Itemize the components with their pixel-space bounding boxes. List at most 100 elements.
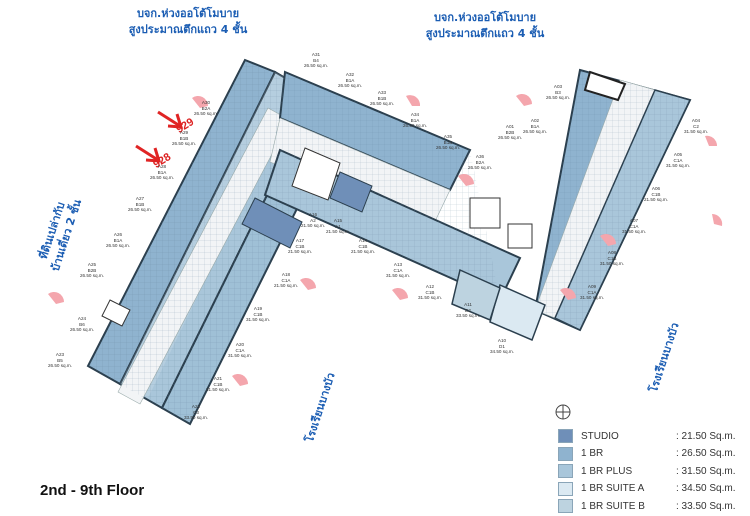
unit-type: C1B	[358, 243, 368, 249]
unit-id: A07	[629, 218, 639, 223]
unit-type: B3	[555, 89, 561, 95]
unit-id: A26	[113, 232, 123, 237]
unit-id: A06	[651, 186, 661, 191]
legend-name: 1 BR SUITE B	[581, 500, 645, 512]
unit-id: A21	[213, 376, 223, 381]
unit-id: A31	[311, 52, 321, 57]
unit-type: C1A	[629, 223, 639, 229]
unit-area: 26.50 sq.m.	[127, 207, 153, 213]
zone-label-top-left: บจก.ห่วงออโต้โมบาย สูงประมาณตึกแถว 4 ชั้…	[118, 6, 258, 38]
zone-label-top-right: บจก.ห่วงออโต้โมบาย สูงประมาณตึกแถว 4 ชั้…	[410, 10, 560, 42]
right-wing	[451, 68, 692, 341]
zone-label-line: สูงประมาณตึกแถว 4 ชั้น	[425, 27, 545, 40]
unit-area: 33.50 sq.m.	[455, 313, 481, 319]
unit-area: 31.50 sq.m.	[665, 163, 691, 169]
unit-type: C1A	[393, 267, 403, 273]
unit-type: D2	[465, 307, 471, 313]
unit-id: A12	[425, 284, 435, 289]
unit-area: 21.50 sq.m.	[643, 197, 669, 203]
unit-type: C1B	[253, 311, 263, 317]
unit-type: C1B	[651, 191, 661, 197]
unit-id: A27	[135, 196, 145, 201]
unit-area: 26.50 sq.m.	[402, 123, 428, 129]
unit-id: A16	[308, 212, 318, 217]
unit-id: A30	[201, 100, 211, 105]
unit-id: A32	[345, 72, 355, 77]
legend-swatch	[558, 429, 573, 443]
unit-area: 26.50 sq.m.	[337, 83, 363, 89]
unit-type: C1A	[235, 347, 245, 353]
legend-swatch	[558, 464, 573, 478]
unit-area: 31.50 sq.m.	[417, 295, 443, 301]
unit-id: A14	[358, 238, 368, 243]
unit-area: 31.50 sq.m.	[245, 317, 271, 323]
legend-size: : 33.50 Sq.m.	[676, 500, 736, 512]
unit-id: A02	[530, 118, 540, 123]
legend-swatch	[558, 446, 573, 461]
unit-id: A18	[281, 272, 291, 277]
unit-id: A10	[497, 338, 507, 343]
legend-item: 1 BR: 26.50 Sq.m.	[558, 446, 738, 462]
unit-id: A22	[191, 404, 201, 409]
unit-type: B1B	[443, 139, 453, 145]
unit-type: B1A	[157, 169, 167, 175]
unit-area: 26.50 sq.m.	[369, 101, 395, 107]
unit-id: A25	[87, 262, 97, 267]
floor-title: 2nd - 9th Floor	[40, 482, 145, 499]
unit-type: B6	[79, 321, 85, 327]
unit-type: B2A	[475, 159, 485, 165]
unit-type: B2A	[201, 105, 211, 111]
unit-type: B5	[57, 357, 63, 363]
legend-name: 1 BR	[581, 448, 604, 459]
unit-area: 31.50 sq.m.	[599, 261, 625, 267]
unit-type: C1A	[673, 157, 683, 163]
unit-area: 31.50 sq.m.	[227, 353, 253, 359]
unit-area: 21.50 sq.m.	[273, 283, 299, 289]
unit-type: C1B	[425, 289, 435, 295]
zone-label-line: สูงประมาณตึกแถว 4 ชั้น	[128, 23, 248, 36]
unit-id: A05	[673, 152, 683, 157]
unit-id: A15	[333, 218, 343, 223]
unit-id: A28	[157, 164, 167, 169]
legend-item: 1 BR SUITE A: 34.50 Sq.m.	[558, 481, 738, 497]
unit-type: C1B	[295, 243, 305, 249]
unit-id: A09	[587, 284, 597, 289]
legend-name: 1 BR SUITE A	[581, 483, 645, 494]
unit-area: 26.50 sq.m.	[149, 175, 175, 181]
unit-area: 33.50 sq.m.	[183, 415, 209, 421]
unit-type: C2	[693, 123, 699, 129]
unit-area: 21.50 sq.m.	[300, 223, 326, 229]
unit-type: B1A	[410, 117, 420, 123]
unit-area: 26.50 sq.m.	[193, 111, 219, 117]
unit-id: A08	[607, 250, 617, 255]
unit-type: C1A	[281, 277, 291, 283]
unit-type: C1A	[587, 289, 597, 295]
unit-type: D1	[499, 343, 505, 349]
red-arrows	[135, 110, 184, 163]
middle-wing	[263, 70, 533, 302]
